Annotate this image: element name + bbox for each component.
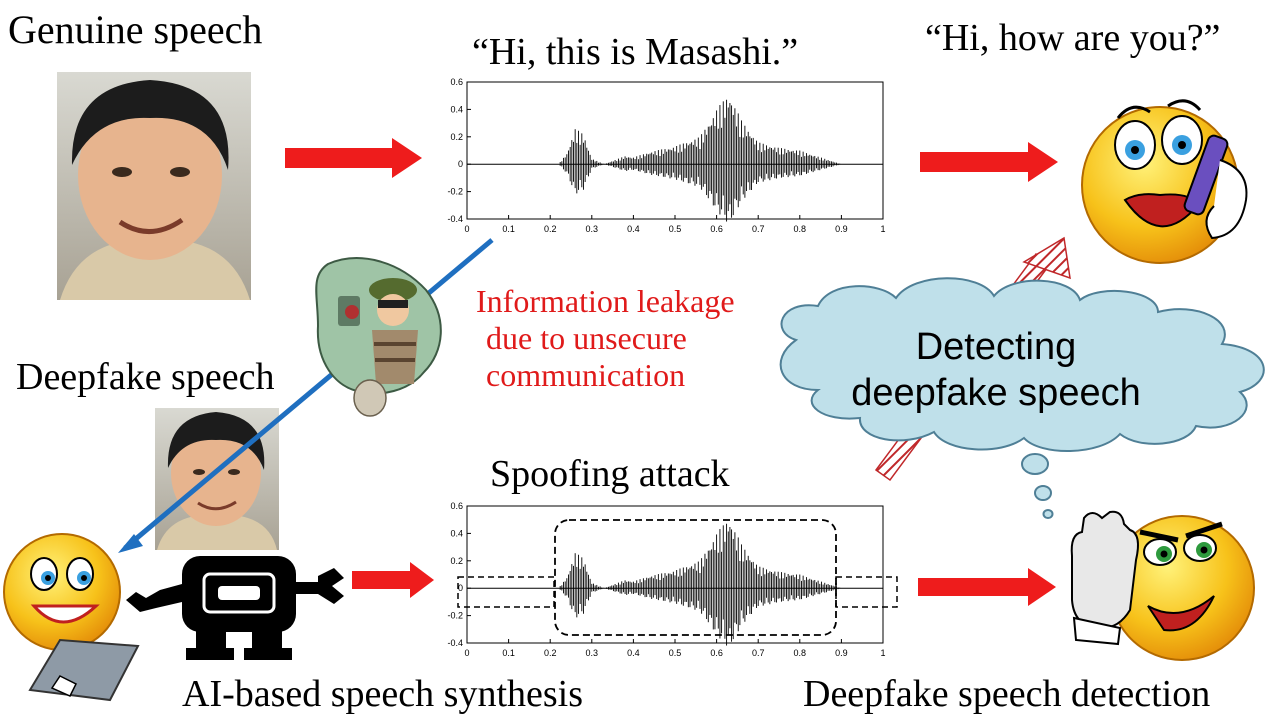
detection-cloud [779, 277, 1265, 453]
x-tick-label: 0.1 [502, 648, 515, 658]
deepfake-speech-label: Deepfake speech [16, 356, 275, 398]
x-tick-label: 0.4 [627, 648, 640, 658]
leak-line [123, 238, 494, 550]
plot-frame [466, 505, 884, 644]
y-tick-label: -0.2 [447, 611, 463, 621]
x-tick-label: 0.8 [794, 224, 807, 234]
x-tick-label: 0 [464, 224, 469, 234]
x-tick-label: 0.9 [835, 648, 848, 658]
x-tick-label: 0.1 [502, 224, 515, 234]
arrow-waveform-to-detector [918, 568, 1056, 606]
leak-arrowhead [118, 534, 143, 553]
ai-synthesis-label: AI-based speech synthesis [182, 673, 584, 715]
dashed-voiced-box [554, 519, 837, 636]
quote-how-are-you: “Hi, how are you?” [925, 17, 1221, 59]
y-tick-label: 0.2 [450, 132, 463, 142]
arrow-genuine-to-waveform [285, 138, 422, 178]
x-tick-label: 0.2 [544, 648, 557, 658]
suspicious-smiley-icon [1070, 510, 1255, 661]
y-tick-label: 0.4 [450, 528, 463, 538]
arrow-waveform-to-listener [920, 142, 1058, 182]
x-tick-label: 0.3 [586, 648, 599, 658]
y-tick-label: -0.4 [447, 638, 463, 648]
robot-icon [126, 556, 344, 660]
x-tick-label: 1 [880, 224, 885, 234]
thought-cloud-icon [1021, 453, 1054, 519]
smiley-laptop-icon [3, 533, 140, 702]
y-tick-label: 0.2 [450, 556, 463, 566]
x-tick-label: 0.9 [835, 224, 848, 234]
plot-frame [466, 81, 884, 220]
x-tick-label: 0.5 [669, 224, 682, 234]
x-tick-label: 0.5 [669, 648, 682, 658]
x-tick-label: 0.6 [710, 224, 723, 234]
genuine-speaker-photo [57, 72, 251, 300]
quote-masashi: “Hi, this is Masashi.” [472, 31, 799, 73]
y-tick-label: 0.6 [450, 77, 463, 87]
y-tick-label: 0.4 [450, 104, 463, 114]
genuine-speech-label: Genuine speech [8, 7, 263, 52]
x-tick-label: 0.7 [752, 648, 765, 658]
info-leak-line1: Information leakage [476, 283, 735, 319]
dashed-silence-box-left [457, 576, 555, 608]
x-tick-label: 0 [464, 648, 469, 658]
detecting-line1: Detecting [915, 326, 1077, 368]
x-tick-label: 1 [880, 648, 885, 658]
detecting-line2: deepfake speech [851, 372, 1141, 414]
thief-icon [315, 257, 442, 417]
deepfake-detection-label: Deepfake speech detection [803, 673, 1211, 715]
deepfake-speaker-photo [155, 408, 279, 550]
x-tick-label: 0.7 [752, 224, 765, 234]
x-tick-label: 0.6 [710, 648, 723, 658]
detecting-text: Detecting deepfake speech [832, 324, 1160, 416]
info-leak-line3: communication [486, 357, 686, 393]
info-leak-text: Information leakage due to unsecure comm… [476, 283, 735, 394]
y-tick-label: 0.6 [450, 501, 463, 511]
info-leak-line2: due to unsecure [486, 320, 687, 356]
x-tick-label: 0.3 [586, 224, 599, 234]
dashed-silence-box-right [835, 576, 898, 608]
y-tick-label: -0.2 [447, 187, 463, 197]
y-tick-label: -0.4 [447, 214, 463, 224]
x-tick-label: 0.2 [544, 224, 557, 234]
spoofing-attack-label: Spoofing attack [490, 453, 730, 495]
arrow-robot-to-waveform [352, 562, 434, 598]
x-tick-label: 0.4 [627, 224, 640, 234]
x-tick-label: 0.8 [794, 648, 807, 658]
y-tick-label: 0 [458, 159, 463, 169]
y-tick-label: 0 [458, 583, 463, 593]
smiley-on-phone-icon [1081, 99, 1248, 264]
